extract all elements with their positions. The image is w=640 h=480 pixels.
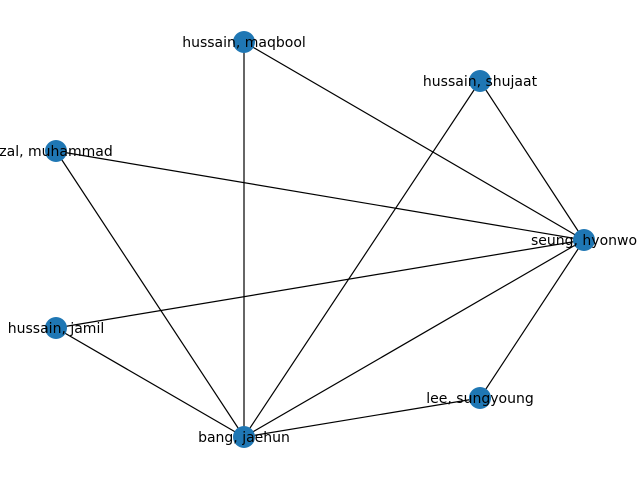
edge-sungyoung-jaehun [243, 397, 481, 438]
node-label-jaehun: bang, jaehun [198, 430, 290, 446]
node-jaehun [233, 426, 255, 448]
edge-hyonwo-jamil [55, 239, 585, 329]
node-label-sungyoung: lee, sungyoung [426, 391, 533, 407]
node-layer [45, 31, 595, 448]
edge-muhammad-jaehun [55, 150, 245, 438]
edge-shujaat-hyonwo [479, 80, 585, 241]
node-jamil [45, 317, 67, 339]
node-label-muhammad: zal, muhammad [0, 144, 113, 160]
node-shujaat [469, 70, 491, 92]
node-maqbool [233, 31, 255, 53]
node-label-jamil: hussain, jamil [8, 321, 104, 337]
node-label-hyonwo: seung, hyonwo [531, 233, 637, 249]
node-sungyoung [469, 387, 491, 409]
edge-hyonwo-sungyoung [479, 239, 585, 399]
edge-maqbool-hyonwo [243, 41, 585, 241]
node-label-shujaat: hussain, shujaat [423, 74, 538, 90]
node-label-maqbool: hussain, maqbool [182, 35, 306, 51]
node-hyonwo [573, 229, 595, 251]
edge-jamil-jaehun [55, 327, 245, 438]
edge-hyonwo-jaehun [243, 239, 585, 438]
node-muhammad [45, 140, 67, 162]
label-layer: hussain, maqbool hussain, shujaat zal, muh… [0, 35, 637, 446]
edge-shujaat-jaehun [243, 80, 481, 438]
edge-muhammad-hyonwo [55, 150, 585, 241]
edge-layer [55, 41, 585, 438]
